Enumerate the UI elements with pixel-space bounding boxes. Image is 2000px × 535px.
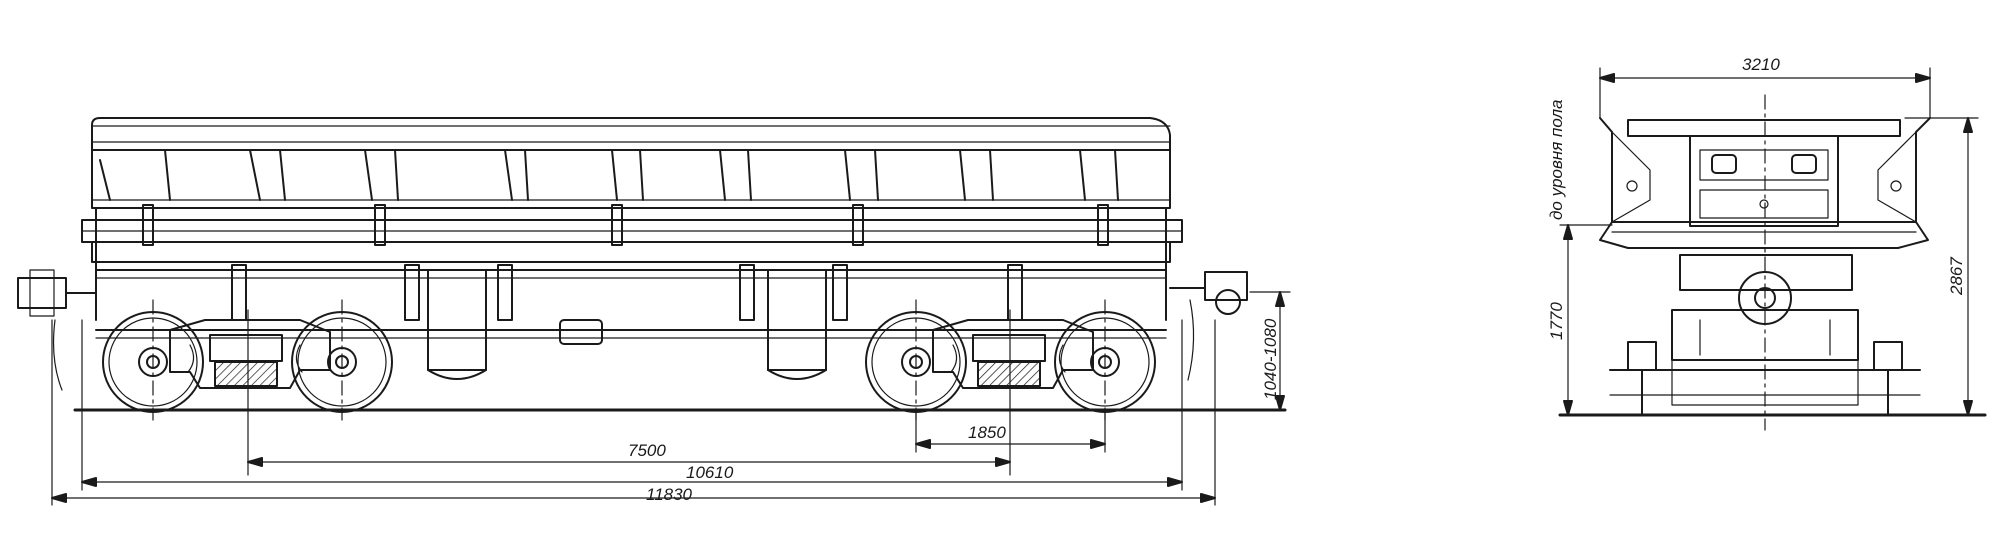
end-body	[1599, 117, 1931, 249]
coupler-left	[17, 269, 97, 391]
dim-floor-height: 1770	[1547, 302, 1566, 340]
dim-over-frame: 10610	[686, 463, 734, 482]
coupler-right	[1169, 271, 1248, 381]
dim-coupler-height: 1040-1080	[1261, 318, 1280, 400]
end-dimensions	[1559, 67, 1979, 416]
wagon-body	[81, 117, 1183, 339]
dim-bogie-centers: 7500	[628, 441, 666, 460]
end-view: 3210 2867 1770 до уровня пола	[1547, 55, 1987, 431]
dim-over-couplers: 11830	[646, 485, 693, 504]
dim-width: 3210	[1742, 55, 1780, 74]
hopper-dividers	[99, 149, 1119, 201]
tipping-cylinders	[427, 269, 827, 380]
side-view: 7500 1850 10610 11830 1040-1080	[17, 117, 1291, 506]
side-dimensions	[51, 291, 1291, 506]
dim-wheelbase: 1850	[968, 423, 1006, 442]
underframe-struts	[231, 264, 1023, 321]
floor-level-label: до уровня пола	[1547, 100, 1566, 221]
door-latches	[142, 204, 1109, 246]
dim-height: 2867	[1947, 257, 1966, 296]
